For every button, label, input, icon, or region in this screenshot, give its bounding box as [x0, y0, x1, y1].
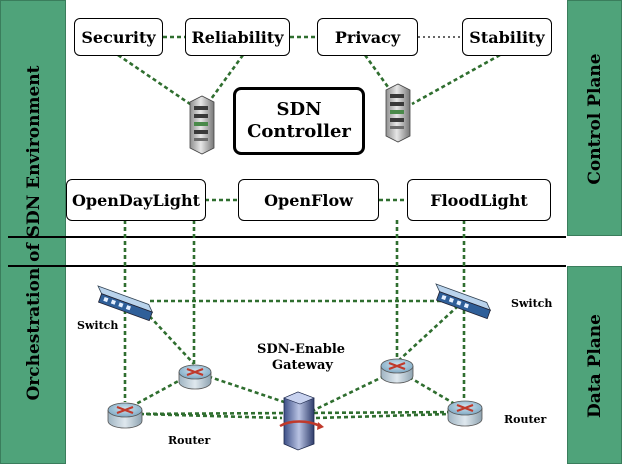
- router-left-label: Router: [168, 434, 211, 447]
- reliability-box: Reliability: [185, 18, 290, 56]
- band-gap: [567, 236, 622, 266]
- router-icon: [447, 400, 483, 427]
- switch-icon: [435, 283, 492, 320]
- left-band: Orchestration of SDN Environment: [0, 0, 66, 464]
- control-plane-band: Control Plane: [567, 0, 622, 236]
- switch-right-label: Switch: [511, 297, 553, 310]
- switch-icon: [97, 285, 154, 322]
- opendaylight-box: OpenDayLight: [66, 179, 206, 221]
- privacy-box: Privacy: [317, 18, 418, 56]
- gateway-label-line-2: Gateway: [272, 358, 333, 373]
- controller-line-1: SDN: [276, 99, 322, 120]
- gateway-icon: [279, 391, 324, 451]
- plane-separator-bottom: [8, 265, 566, 267]
- sdn-controller-box: SDN Controller: [233, 87, 365, 155]
- server-icon: [385, 83, 411, 143]
- gateway-label-line-1: SDN-Enable: [257, 342, 346, 357]
- plane-separator-top: [8, 236, 566, 238]
- openflow-box: OpenFlow: [238, 179, 379, 221]
- stability-box: Stability: [462, 18, 552, 56]
- security-box: Security: [74, 18, 163, 56]
- controller-line-2: Controller: [247, 121, 351, 142]
- router-icon: [107, 402, 143, 429]
- router-icon: [380, 358, 414, 384]
- router-icon: [178, 364, 212, 390]
- floodlight-box: FloodLight: [407, 179, 551, 221]
- switch-left-label: Switch: [77, 319, 119, 332]
- server-icon: [189, 95, 215, 155]
- router-right-label: Router: [504, 413, 547, 426]
